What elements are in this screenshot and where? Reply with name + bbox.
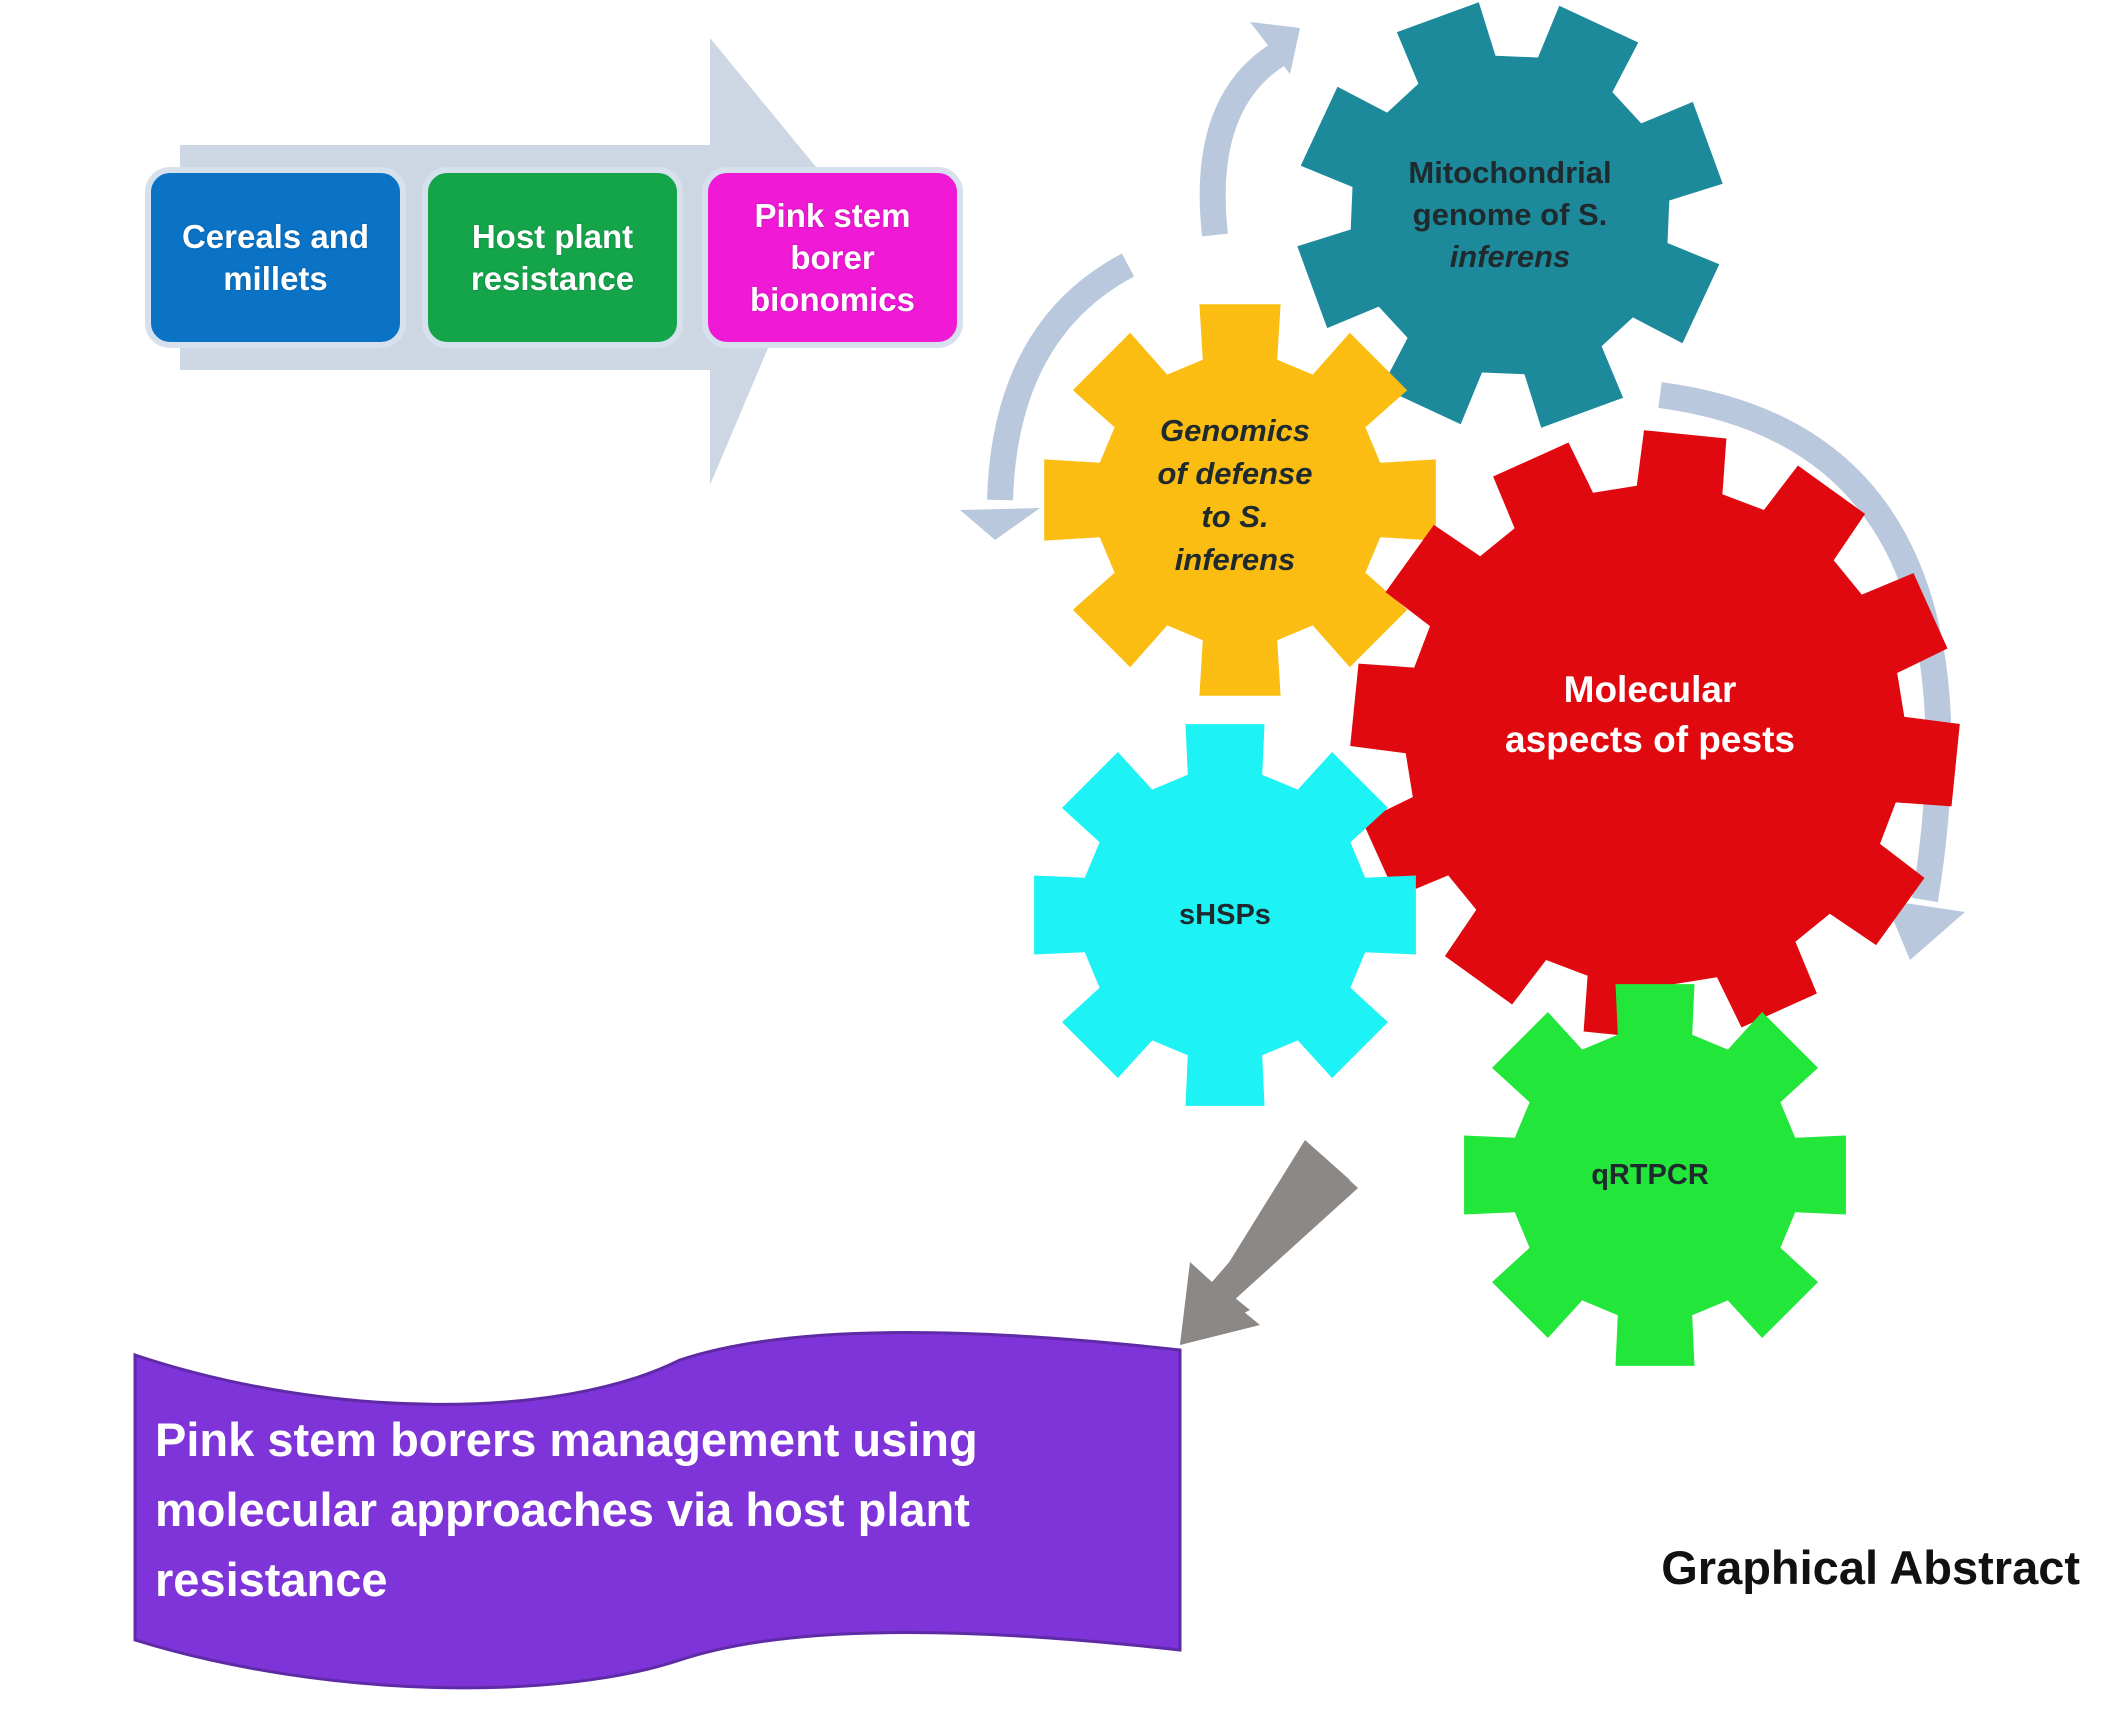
box-label-pink-stem: Pink stem borer bionomics (705, 170, 960, 345)
banner-line-1: Pink stem borers management using (155, 1413, 978, 1466)
cycle-arrow-top-head (1250, 22, 1300, 74)
box-host-plant-resistance (422, 167, 683, 348)
banner-text: Pink stem borers management using molecu… (155, 1405, 1155, 1615)
banner-line-2: molecular approaches via host plant (155, 1483, 970, 1536)
cycle-arrow-left (987, 253, 1135, 501)
gear-shsps-text: sHSPs (1179, 899, 1271, 931)
gear-shsps (1034, 724, 1416, 1106)
banner-shape (133, 1331, 1182, 1690)
gear-genomics-line-4: inferens (1174, 542, 1296, 577)
gear-mito-line-3: inferens (1449, 239, 1571, 274)
gear-mito-line-1: Mitochondrial (1408, 155, 1612, 190)
box-label-pink-line-3: bionomics (749, 280, 916, 318)
gear-molecular-aspects (1350, 430, 1960, 1040)
gear-genomics-line-1: Genomics (1160, 413, 1310, 448)
gear-label-genomics: Genomics of defense to S. inferens (1100, 405, 1370, 585)
gear-genomics-line-2: of defense (1157, 456, 1313, 491)
gear-mito-line-2: genome of S. (1412, 197, 1608, 232)
cycle-arrow-top (1199, 40, 1289, 237)
box-pink-stem-borer-bionomics (702, 167, 963, 348)
box-label-cereals-line-2: millets (223, 259, 328, 297)
gear-label-qrtpcr: qRTPCR (1550, 1150, 1750, 1200)
box-label-pink-line-1: Pink stem (754, 196, 911, 234)
gear-label-shsps: sHSPs (1125, 890, 1325, 940)
gear-genomics-line-3: to S. (1201, 499, 1269, 534)
cycle-arrow-right-head (1885, 900, 1965, 960)
box-label-pink-line-2: borer (790, 238, 875, 276)
gear-mitochondrial-genome (1297, 2, 1723, 428)
gear-label-molecular: Molecular aspects of pests (1450, 660, 1850, 770)
gear-molecular-line-1: Molecular (1563, 669, 1737, 710)
box-label-host-plant: Host plant resistance (425, 170, 680, 345)
pointer-arrow-body (1180, 1155, 1358, 1345)
gear-genomics-of-defense (1044, 304, 1436, 696)
box-label-host-line-2: resistance (470, 259, 635, 297)
box-cereals-and-millets (145, 167, 406, 348)
gear-molecular-line-2: aspects of pests (1505, 719, 1795, 760)
box-label-cereals: Cereals and millets (148, 170, 403, 345)
box-label-cereals-line-1: Cereals and (181, 217, 370, 255)
gear-qrtpcr (1464, 984, 1846, 1366)
banner-line-3: resistance (155, 1553, 388, 1606)
gear-label-mitochondrial: Mitochondrial genome of S. inferens (1360, 150, 1660, 280)
box-label-host-line-1: Host plant (471, 217, 634, 255)
graphical-abstract-title: Graphical Abstract (1661, 1541, 2080, 1594)
cycle-arrow-left-head (960, 508, 1040, 540)
gear-qrtpcr-text: qRTPCR (1591, 1159, 1709, 1191)
